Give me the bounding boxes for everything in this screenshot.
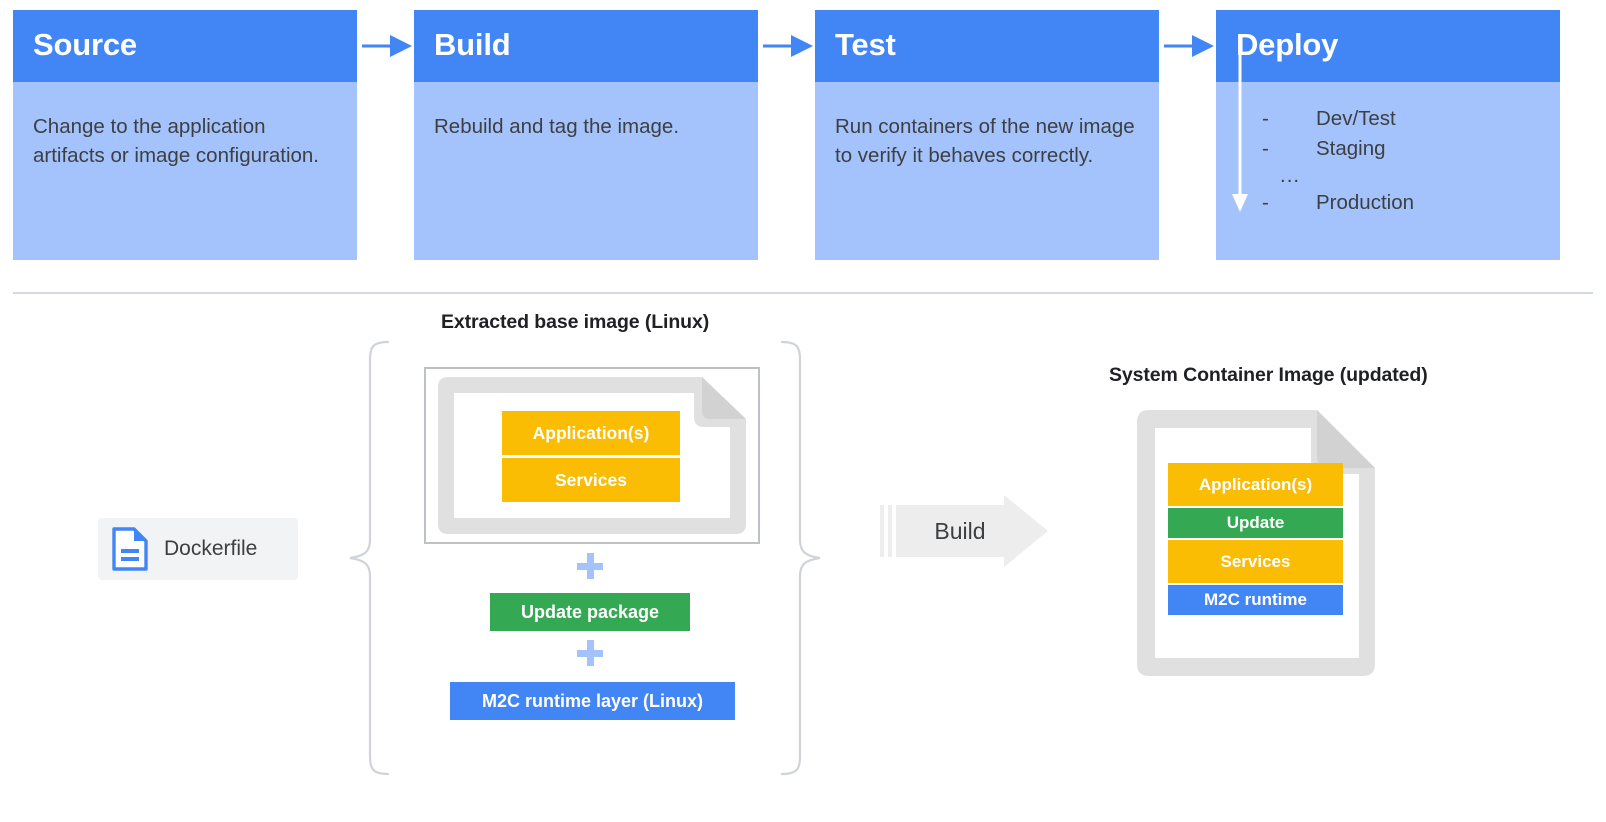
- list-bullet: -: [1262, 107, 1269, 130]
- update-package-box: Update package: [490, 593, 690, 631]
- build-to-test-arrow-icon: [763, 35, 813, 57]
- list-item-label: ...: [1280, 164, 1301, 187]
- stage-header-source: Source: [13, 10, 357, 82]
- list-bullet: -: [1262, 137, 1269, 160]
- m2c-runtime-layer-box: M2C runtime layer (Linux): [450, 682, 735, 720]
- dockerfile-chip[interactable]: Dockerfile: [98, 518, 298, 580]
- list-item: - Staging: [1262, 134, 1532, 164]
- extracted-base-image-caption: Extracted base image (Linux): [441, 311, 710, 333]
- stage-header-test: Test: [815, 10, 1159, 82]
- stage-card-build[interactable]: Build Rebuild and tag the image.: [414, 10, 758, 260]
- build-arrow-icon: [880, 495, 1048, 567]
- build-diagram-section: Extracted base image (Linux) System Cont…: [0, 293, 1606, 822]
- stage-header-build: Build: [414, 10, 758, 82]
- layer-applications: Application(s): [1168, 463, 1343, 506]
- stage-card-deploy[interactable]: Deploy - Dev/Test - Staging ...: [1216, 10, 1560, 260]
- layer-applications: Application(s): [502, 411, 680, 455]
- stage-description: Run containers of the new image to verif…: [835, 115, 1135, 167]
- stage-body-test: Run containers of the new image to verif…: [815, 82, 1159, 260]
- source-to-build-arrow-icon: [362, 35, 412, 57]
- list-item: - Dev/Test: [1262, 104, 1532, 134]
- pipeline-section: Source Change to the application artifac…: [0, 0, 1606, 293]
- plus-icon: [577, 640, 603, 666]
- list-item-label: Dev/Test: [1316, 107, 1396, 130]
- build-arrow-label: Build: [934, 518, 986, 544]
- layer-m2c-runtime: M2C runtime: [1168, 585, 1343, 615]
- layer-services: Services: [1168, 540, 1343, 583]
- list-item-ellipsis: ...: [1280, 164, 1532, 188]
- left-curly-brace: [349, 340, 390, 776]
- stage-title: Test: [835, 27, 896, 62]
- stage-title: Deploy: [1236, 27, 1339, 62]
- build-arrow: Build: [880, 495, 1048, 567]
- list-item-label: Staging: [1316, 137, 1386, 160]
- container-image-layer-stack: Application(s) Update Services M2C runti…: [1168, 463, 1343, 615]
- dockerfile-label: Dockerfile: [164, 537, 258, 560]
- extracted-base-image-outline: [424, 367, 760, 544]
- section-divider: [13, 292, 1593, 294]
- system-container-image-caption: System Container Image (updated): [1109, 364, 1428, 386]
- dockerfile-icon: [112, 527, 148, 571]
- layer-services: Services: [502, 458, 680, 502]
- stage-title: Source: [33, 27, 137, 62]
- stage-body-source: Change to the application artifacts or i…: [13, 82, 357, 260]
- list-item-label: Production: [1316, 191, 1415, 214]
- test-to-deploy-arrow-icon: [1164, 35, 1214, 57]
- stage-description: Rebuild and tag the image.: [434, 115, 680, 138]
- layer-update: Update: [1168, 508, 1343, 538]
- stage-title: Build: [434, 27, 511, 62]
- stage-header-deploy: Deploy: [1216, 10, 1560, 82]
- deploy-down-arrow-icon: [1232, 36, 1248, 212]
- stage-card-source[interactable]: Source Change to the application artifac…: [13, 10, 357, 260]
- right-curly-brace: [780, 340, 821, 776]
- stage-description: Change to the application artifacts or i…: [33, 115, 319, 167]
- base-image-layer-stack: Application(s) Services: [502, 411, 680, 502]
- stage-body-build: Rebuild and tag the image.: [414, 82, 758, 260]
- plus-icon: [577, 553, 603, 579]
- stage-card-test[interactable]: Test Run containers of the new image to …: [815, 10, 1159, 260]
- list-item: - Production: [1262, 188, 1532, 218]
- stage-body-deploy: - Dev/Test - Staging ... - Production: [1216, 36, 1560, 260]
- list-bullet: -: [1262, 191, 1269, 214]
- deploy-environment-list: - Dev/Test - Staging ... - Production: [1262, 104, 1532, 218]
